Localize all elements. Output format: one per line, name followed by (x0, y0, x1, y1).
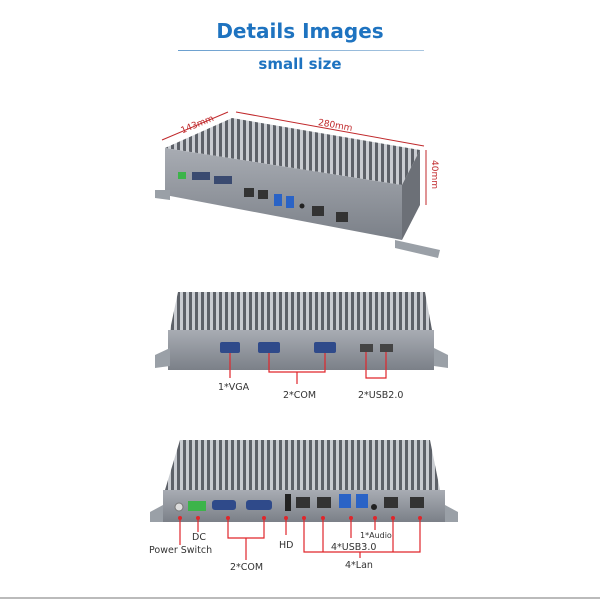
title-divider (178, 50, 424, 51)
width-dimension-label: 280mm (317, 118, 353, 134)
device-isometric-view: 143mm 280mm 40mm (155, 111, 440, 258)
usb3-label: 4*USB3.0 (331, 542, 376, 553)
dc-label: DC (192, 532, 206, 543)
page-title: Details Images (216, 19, 384, 43)
height-dimension-label: 40mm (429, 160, 439, 189)
vga-label: 1*VGA (218, 382, 250, 393)
audio-label: 1*Audio (360, 531, 392, 540)
lan-label: 4*Lan (345, 560, 373, 571)
usb2-label: 2*USB2.0 (358, 390, 403, 401)
device-side-view: 1*VGA 2*COM 2*USB2.0 (155, 292, 448, 401)
power-switch-label: Power Switch (149, 545, 212, 556)
com-label: 2*COM (283, 390, 316, 401)
front-com-label: 2*COM (230, 562, 263, 573)
hd-label: HD (279, 540, 293, 551)
bottom-divider (0, 597, 600, 599)
page-subtitle: small size (258, 55, 342, 73)
device-front-view: DC Power Switch 2*COM HD 1*Audio 4*USB3.… (149, 440, 458, 573)
